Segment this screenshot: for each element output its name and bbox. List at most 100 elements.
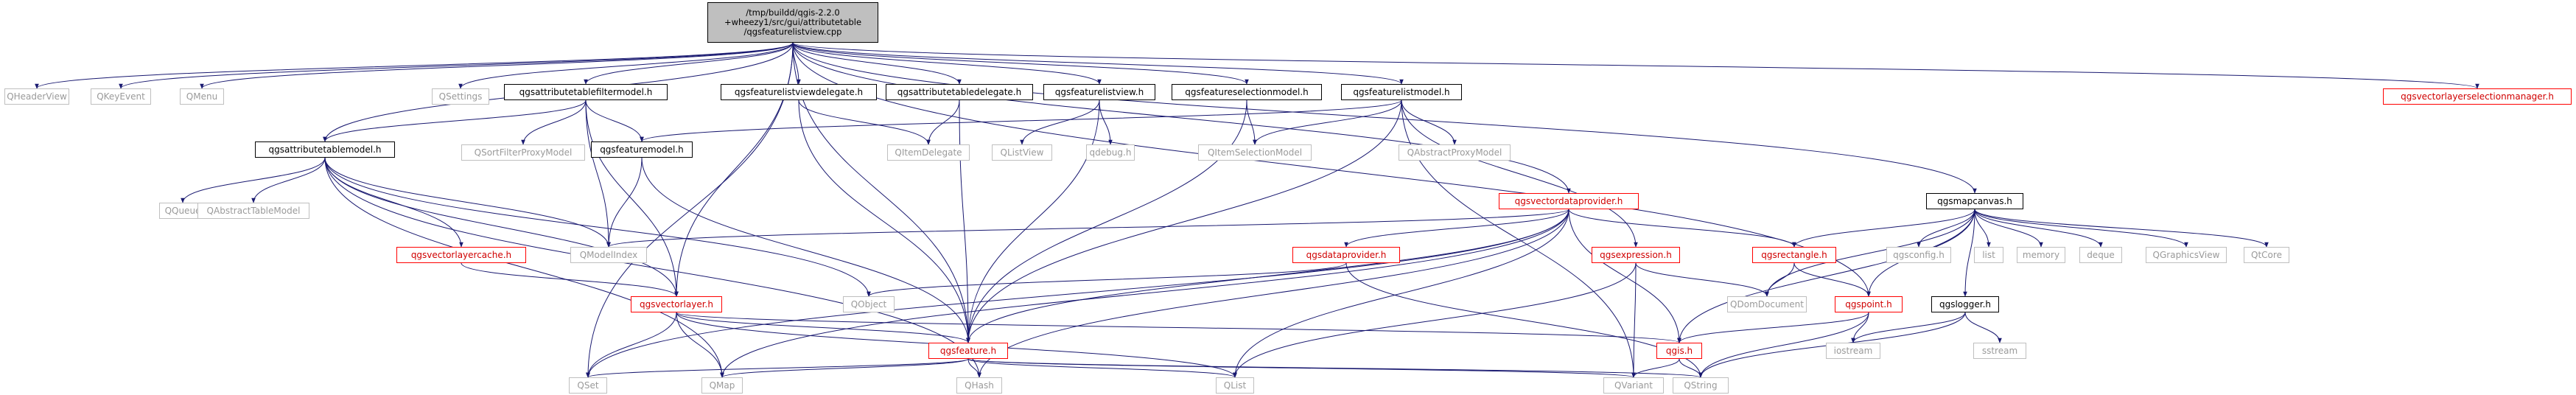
node-qitemselectionmodel[interactable]: QItemSelectionModel <box>1198 144 1312 161</box>
include-edge-qgis-to-qvariant <box>1631 358 1680 378</box>
include-edge-qgsattributetabledelegate-to-qgsfeature <box>959 99 970 343</box>
include-edge-qgsfeature-to-qmap <box>720 358 969 378</box>
include-edge-root-to-qgsmapcanvas <box>792 42 1977 194</box>
node-qitemdelegate[interactable]: QItemDelegate <box>887 144 970 161</box>
include-edge-root-to-qsettings <box>458 42 794 89</box>
node-qkeyevent[interactable]: QKeyEvent <box>91 88 151 105</box>
include-edge-qgsfeature-to-qlist <box>967 358 1237 378</box>
node-qheaderview[interactable]: QHeaderView <box>4 88 69 105</box>
node-qgsconfig[interactable]: qgsconfig.h <box>1886 247 1951 263</box>
node-qsortfilterproxymodel[interactable]: QSortFilterProxyModel <box>461 144 585 161</box>
include-edge-qgsvectordataprovider-to-qlist <box>1233 209 1569 378</box>
include-edge-qgsvectordataprovider-to-qmap <box>720 209 1569 378</box>
include-edge-qgsmapcanvas-to-list <box>1974 209 1991 248</box>
node-qgsvectorlayerselectionmanager[interactable]: qgsvectorlayerselectionmanager.h <box>2383 88 2572 105</box>
include-edge-qgsfeaturelistview-to-qdebug <box>1099 99 1113 145</box>
include-edge-root-to-qmenu <box>200 42 794 89</box>
include-edge-qgsvectorlayer-to-qgis <box>676 312 1681 343</box>
node-qgsfeaturelistmodel[interactable]: qgsfeaturelistmodel.h <box>1341 84 1462 100</box>
include-edge-qgsattributetablefiltermodel-to-qgsfeaturemodel <box>585 99 644 142</box>
include-edge-qgsvectorlayercache-to-qgsvectorlayer <box>461 262 679 297</box>
include-edge-qgsmapcanvas-to-deque <box>1974 209 2103 248</box>
node-qmodelindex[interactable]: QModelIndex <box>570 247 647 263</box>
node-qgis[interactable]: qgis.h <box>1656 343 1702 359</box>
include-edge-qgsmapcanvas-to-memory <box>1974 209 2043 248</box>
node-qgsvectorlayer[interactable]: qgsvectorlayer.h <box>631 296 722 312</box>
include-edge-qgsvectordataprovider-to-qgsrectangle <box>1568 209 1796 248</box>
root-file-path-line-1: /tmp/buildd/qgis-2.2.0 <box>746 7 840 18</box>
node-qset[interactable]: QSet <box>569 377 607 394</box>
node-iostream[interactable]: iostream <box>1826 343 1880 359</box>
node-qgsfeatureselectionmodel[interactable]: qgsfeatureselectionmodel.h <box>1172 84 1322 100</box>
node-qgsexpression[interactable]: qgsexpression.h <box>1592 247 1680 263</box>
node-qdebug[interactable]: qdebug.h <box>1086 144 1135 161</box>
node-qabstracttablemodel[interactable]: QAbstractTableModel <box>197 203 309 219</box>
node-qgsdataprovider[interactable]: qgsdataprovider.h <box>1292 247 1400 263</box>
node-qstring[interactable]: QString <box>1673 377 1729 394</box>
node-qgsrectangle[interactable]: qgsrectangle.h <box>1752 247 1836 263</box>
node-qlistview[interactable]: QListView <box>992 144 1052 161</box>
include-edge-qgsdataprovider-to-qobject <box>867 262 1347 297</box>
node-qtcore[interactable]: QtCore <box>2244 247 2289 263</box>
node-qgsfeaturemodel[interactable]: qgsfeaturemodel.h <box>591 141 693 158</box>
include-edge-qgsfeature-to-qhash <box>967 358 981 378</box>
node-qsettings[interactable]: QSettings <box>432 88 489 105</box>
node-qmap[interactable]: QMap <box>701 377 743 394</box>
node-qgsfeaturelistview[interactable]: qgsfeaturelistview.h <box>1043 84 1155 100</box>
include-edge-qgsmapcanvas-to-qgis <box>1677 209 1975 343</box>
include-edge-qgsattributetablemodel-to-qabstracttablemodel <box>251 157 326 203</box>
node-qmenu[interactable]: QMenu <box>180 88 224 105</box>
root-file-node[interactable]: /tmp/buildd/qgis-2.2.0 +wheezy1/src/gui/… <box>707 2 878 43</box>
node-qgsattributetablefiltermodel[interactable]: qgsattributetablefiltermodel.h <box>504 84 668 100</box>
include-edge-qgsfeaturemodel-to-qmodelindex <box>606 157 643 248</box>
include-edge-qgsfeaturelistviewdelegate-to-qitemdelegate <box>798 99 931 145</box>
include-edge-qgsfeaturelistmodel-to-qabstractproxymodel <box>1401 99 1457 145</box>
node-qlist[interactable]: QList <box>1216 377 1254 394</box>
root-file-path-line-3: /qgsfeaturelistview.cpp <box>743 27 842 37</box>
include-edge-qgsattributetablefiltermodel-to-qgsattributetablemodel <box>323 99 587 142</box>
node-qgsmapcanvas[interactable]: qgsmapcanvas.h <box>1926 193 2023 209</box>
include-edge-qgsfeaturelistmodel-to-qgsexpression <box>1401 99 1638 248</box>
include-edge-qgsattributetablemodel-to-qgsvectorlayer <box>324 157 679 297</box>
include-edge-qgsfeaturelistmodel-to-qgsfeaturemodel <box>640 99 1402 142</box>
include-edge-qgsexpression-to-qvariant <box>1631 262 1637 378</box>
node-qgsvectorlayercache[interactable]: qgsvectorlayercache.h <box>396 247 526 263</box>
include-edge-root-to-qgsvectordataprovider <box>792 42 1571 194</box>
include-edge-qgsexpression-to-qlist <box>1233 262 1637 378</box>
node-qgraphicsview[interactable]: QGraphicsView <box>2146 247 2227 263</box>
node-qabstractproxymodel[interactable]: QAbstractProxyModel <box>1399 144 1511 161</box>
node-qgspoint[interactable]: qgspoint.h <box>1835 296 1903 312</box>
include-edge-qgsattributetablemodel-to-qobject <box>324 157 871 297</box>
node-qobject[interactable]: QObject <box>843 296 895 312</box>
include-edge-qgsvectorlayer-to-qmap <box>676 312 724 378</box>
include-edge-qgsvectorlayer-to-qset <box>586 312 677 378</box>
node-qgsfeature[interactable]: qgsfeature.h <box>928 343 1008 359</box>
node-qgsvectordataprovider[interactable]: qgsvectordataprovider.h <box>1499 193 1639 209</box>
node-qgslogger[interactable]: qgslogger.h <box>1931 296 1999 312</box>
include-edge-qgsfeaturelistview-to-qlistview <box>1020 99 1100 145</box>
include-edge-qgsrectangle-to-qgspoint <box>1793 262 1871 297</box>
node-qgsattributetablemodel[interactable]: qgsattributetablemodel.h <box>255 141 395 158</box>
include-edge-qgsfeature-to-qset <box>586 358 969 378</box>
node-list[interactable]: list <box>1974 247 2003 263</box>
node-qgsattributetabledelegate[interactable]: qgsattributetabledelegate.h <box>886 84 1033 100</box>
node-qdomdocument[interactable]: QDomDocument <box>1727 296 1807 312</box>
node-memory[interactable]: memory <box>2017 247 2065 263</box>
root-file-path-line-2: +wheezy1/src/gui/attributetable <box>724 17 862 27</box>
include-edge-qgsmapcanvas-to-qtcore <box>1974 209 2269 248</box>
include-edge-root-to-qheaderview <box>35 42 794 89</box>
node-qhash[interactable]: QHash <box>956 377 1002 394</box>
include-edge-qgslogger-to-iostream <box>1851 312 1966 343</box>
node-sstream[interactable]: sstream <box>1973 343 2026 359</box>
include-edge-root-to-qgsfeatureselectionmodel <box>792 42 1249 85</box>
include-edge-qgsmapcanvas-to-qgsrectangle <box>1792 209 1975 248</box>
include-edge-root-to-qgsattributetabledelegate <box>792 42 962 85</box>
include-edge-qgsfeaturelistviewdelegate-to-qgsfeature <box>798 99 970 343</box>
node-qgsfeaturelistviewdelegate[interactable]: qgsfeaturelistviewdelegate.h <box>721 84 877 100</box>
include-edge-qgsvectorlayer-to-qgsfeature <box>676 312 970 343</box>
include-edge-qgsfeaturelistmodel-to-qgsfeature <box>966 99 1402 343</box>
node-deque[interactable]: deque <box>2079 247 2122 263</box>
include-edge-qgsvectordataprovider-to-qhash <box>977 209 1569 378</box>
include-edge-qgsattributetablefiltermodel-to-qgsvectorlayer <box>585 99 679 297</box>
node-qvariant[interactable]: QVariant <box>1603 377 1664 394</box>
